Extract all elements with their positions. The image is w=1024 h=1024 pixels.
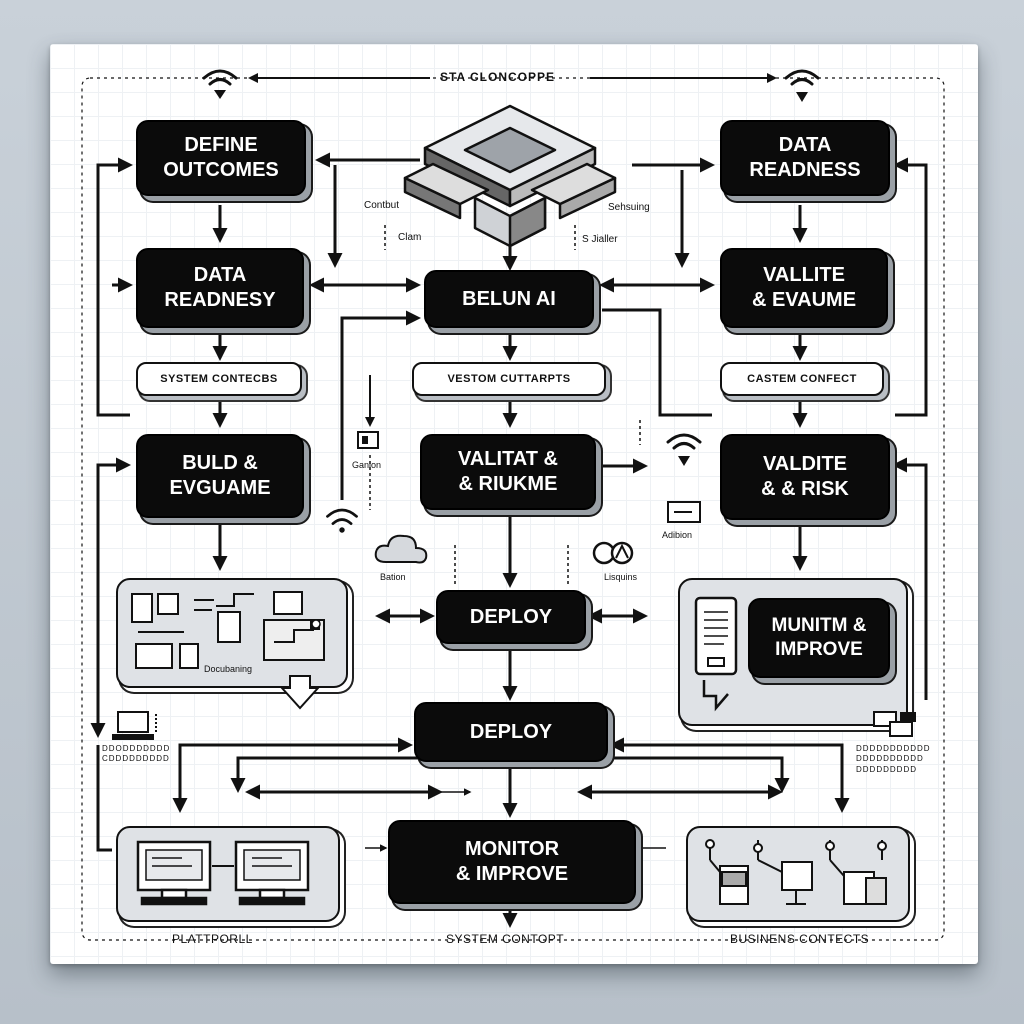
device-icon xyxy=(357,431,379,449)
label-adibion: Adibion xyxy=(662,530,693,540)
footer-business-contexts: BUSINENS CONTECTS xyxy=(730,932,870,946)
validat-riukme-box[interactable]: VALITAT & & RIUKME xyxy=(420,434,596,510)
vallite-evaume-box[interactable]: VALLITE & EVAUME xyxy=(720,248,888,328)
wifi-icon xyxy=(666,433,702,466)
data-readnesy-box[interactable]: DATA READNESY xyxy=(136,248,304,328)
label-contbut: Contbut xyxy=(364,200,400,211)
wifi-icon xyxy=(326,508,358,533)
label-lisquins: Lisquins xyxy=(604,572,638,582)
deploy-box[interactable]: DEPLOY xyxy=(436,590,586,644)
analytics-icon xyxy=(592,541,634,565)
castem-confect-pill[interactable]: CASTEM CONFECT xyxy=(720,362,884,396)
vestom-cuttarpts-pill[interactable]: VESTOM CUTTARPTS xyxy=(412,362,606,396)
belun-ai-box[interactable]: BELUN AI xyxy=(424,270,594,328)
buld-evguame-box[interactable]: BULD & EVGUAME xyxy=(136,434,304,518)
data-readness-box[interactable]: DATA READNESS xyxy=(720,120,890,196)
valdite-risk-box[interactable]: VALDITE & & RISK xyxy=(720,434,890,520)
label-docubaning: Docubaning xyxy=(204,664,253,674)
label-bation: Bation xyxy=(380,572,406,582)
label-s-jialler: S Jialler xyxy=(582,234,618,245)
isometric-platform-icon xyxy=(403,104,617,248)
footer-platform: PLATTPORLL xyxy=(172,932,253,946)
network-icon xyxy=(873,711,916,737)
left-caption: DDODDDDDDD CDDDDDDDDD xyxy=(102,744,171,764)
footer-system-context: SYSTEM CONTOPT xyxy=(446,932,565,946)
documentation-workflow-icon xyxy=(131,591,325,710)
label-sehsuing: Sehsuing xyxy=(608,202,650,213)
deploy-lower-box[interactable]: DEPLOY xyxy=(414,702,608,762)
laptop-icon xyxy=(112,711,157,740)
wifi-icon xyxy=(202,69,238,99)
diagram-title: STA CLONCOPPE xyxy=(440,70,556,84)
computer-monitors-icon xyxy=(136,840,310,906)
business-devices-icon xyxy=(705,839,887,905)
label-clam: Clam xyxy=(398,232,422,243)
right-caption: DDDDDDDDDDD DDDDDDDDDD DDDDDDDDD xyxy=(856,744,931,774)
munitm-improve-box[interactable]: MUNITM & IMPROVE xyxy=(748,598,890,678)
monitor-improve-box[interactable]: MONITOR & IMPROVE xyxy=(388,820,636,904)
cloud-icon xyxy=(374,534,428,564)
system-contecbs-pill[interactable]: SYSTEM CONTECBS xyxy=(136,362,302,396)
label-ganion: Ganion xyxy=(352,460,382,470)
tablet-icon xyxy=(694,596,738,712)
wifi-icon xyxy=(784,69,820,102)
document-icon xyxy=(667,501,701,523)
define-outcomes-box[interactable]: DEFINE OUTCOMES xyxy=(136,120,306,196)
